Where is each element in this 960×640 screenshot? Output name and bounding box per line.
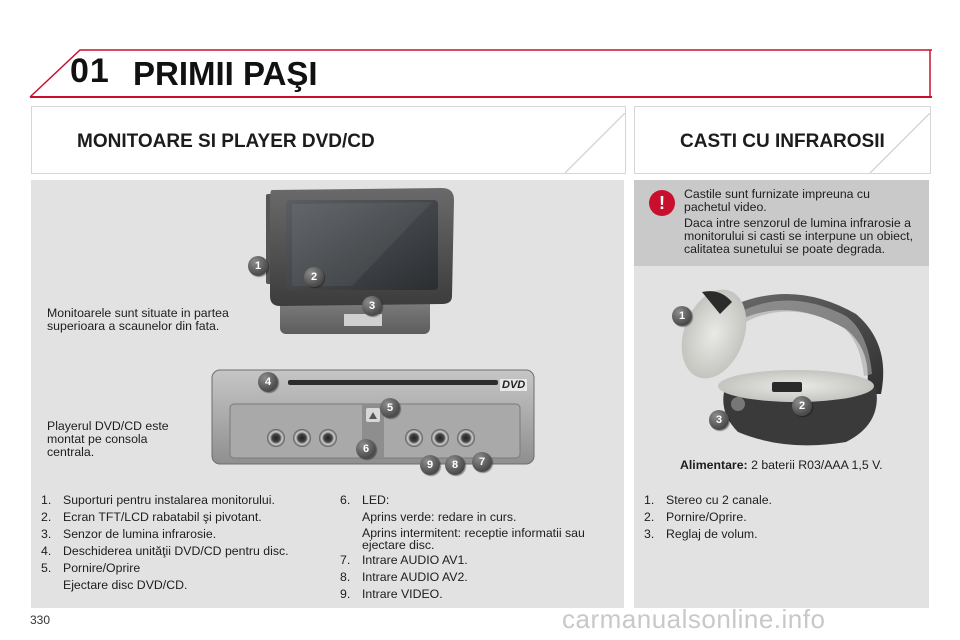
- list-item: 1.Suporturi pentru instalarea monitorulu…: [41, 493, 275, 507]
- list-item: 5.Pornire/Oprire: [41, 561, 141, 575]
- list-subitem: Ejectare disc DVD/CD.: [63, 578, 188, 592]
- list-subitem: Aprins verde: redare in curs.: [362, 510, 517, 524]
- player-caption: Playerul DVD/CD este montat pe consola c…: [47, 419, 169, 459]
- headphones-parts-list: 1.Stereo cu 2 canale. 2.Pornire/Oprire. …: [644, 493, 919, 544]
- section-header-monitors: MONITOARE SI PLAYER DVD/CD: [31, 106, 626, 174]
- callout-6: 6: [356, 439, 376, 459]
- list-item: 3.Senzor de lumina infrarosie.: [41, 527, 217, 541]
- warning-icon: !: [649, 190, 675, 216]
- section-title-headphones: CASTI CU INFRAROSII: [680, 131, 885, 152]
- headphones-callout-1: 1: [672, 306, 692, 326]
- section-header-headphones: CASTI CU INFRAROSII: [634, 106, 931, 174]
- chapter-number: 01: [70, 52, 110, 90]
- list-subitem: Aprins intermitent: receptie informatii …: [362, 526, 585, 552]
- page-number: 330: [30, 613, 51, 627]
- list-item: 1.Stereo cu 2 canale.: [644, 493, 772, 507]
- warning-text-1: Castile sunt furnizate impreuna cu pache…: [684, 187, 870, 214]
- list-item: 6.LED:: [340, 493, 390, 507]
- headphones-callout-2: 2: [792, 396, 812, 416]
- dvd-logo: DVD: [500, 379, 528, 391]
- callout-2: 2: [304, 267, 324, 287]
- headphones-illustration: [681, 289, 884, 446]
- callout-1: 1: [248, 256, 268, 276]
- list-item: 4.Deschiderea unităţii DVD/CD pentru dis…: [41, 544, 289, 558]
- list-item: 8.Intrare AUDIO AV2.: [340, 570, 468, 584]
- list-item: 2.Pornire/Oprire.: [644, 510, 747, 524]
- warning-text-2: Daca intre senzorul de lumina infrarosie…: [684, 216, 913, 256]
- callout-8: 8: [445, 455, 465, 475]
- chapter-title: PRIMII PAŞI: [133, 55, 318, 92]
- watermark: carmanualsonline.info: [562, 604, 826, 634]
- callout-3: 3: [362, 296, 382, 316]
- list-item: 2.Ecran TFT/LCD rabatabil şi pivotant.: [41, 510, 262, 524]
- list-item: 3.Reglaj de volum.: [644, 527, 758, 541]
- dvd-player-illustration: [211, 369, 535, 465]
- header-corner-decoration: [565, 113, 625, 173]
- monitor-parts-list: 1.Suporturi pentru instalarea monitorulu…: [41, 493, 326, 595]
- list-item: 9.Intrare VIDEO.: [340, 587, 443, 601]
- rear-monitor-illustration: [266, 188, 454, 334]
- callout-9: 9: [420, 455, 440, 475]
- power-label: Alimentare:: [680, 458, 748, 472]
- monitor-caption: Monitoarele sunt situate in partea super…: [47, 306, 229, 333]
- warning-box: [634, 180, 929, 266]
- power-value: 2 baterii R03/AAA 1,5 V.: [751, 458, 883, 472]
- player-parts-list: 6.LED: Aprins verde: redare in curs. Apr…: [340, 493, 615, 604]
- callout-4: 4: [258, 372, 278, 392]
- list-item: 7.Intrare AUDIO AV1.: [340, 553, 468, 567]
- section-title-monitors: MONITOARE SI PLAYER DVD/CD: [77, 131, 375, 152]
- power-line: Alimentare: 2 baterii R03/AAA 1,5 V.: [680, 459, 920, 472]
- callout-7: 7: [472, 452, 492, 472]
- header-corner-decoration: [870, 113, 930, 173]
- callout-5: 5: [380, 398, 400, 418]
- headphones-callout-3: 3: [709, 410, 729, 430]
- chapter-tab-frame: [29, 49, 932, 98]
